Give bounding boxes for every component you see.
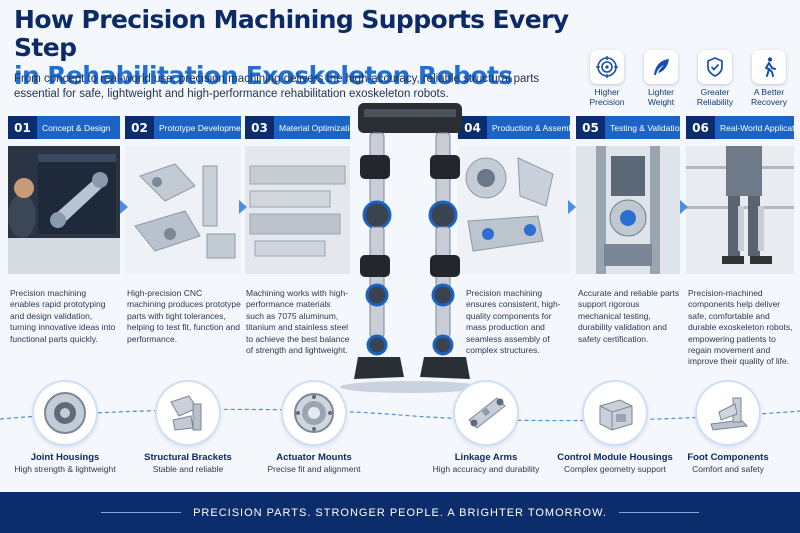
title-line-1: How Precision Machining Supports Every S… <box>14 5 569 62</box>
component-control-module-housings: Control Module Housings Complex geometry… <box>557 382 673 474</box>
step-label: Testing & Validation <box>605 116 680 139</box>
step-label: Material Optimization <box>274 116 350 139</box>
joint-housing-image <box>34 382 96 444</box>
photo-test-rig <box>576 146 680 274</box>
step-label: Production & Assembly <box>487 116 570 139</box>
step-concept-design: 01 Concept & Design <box>8 116 120 139</box>
benefit-label: Lighter Weight <box>647 87 675 107</box>
component-joint-housings: Joint Housings High strength & lightweig… <box>10 382 120 474</box>
step-description: Accurate and reliable parts support rigo… <box>578 288 680 344</box>
step-description: Precision machining enables rapid protot… <box>10 288 116 344</box>
component-name: Actuator Mounts <box>276 452 352 463</box>
component-name: Joint Housings <box>30 452 100 463</box>
benefit-label: Higher Precision <box>589 87 625 107</box>
component-desc: Complex geometry support <box>563 464 667 474</box>
step-prototype: 02 Prototype Development <box>125 116 241 139</box>
component-name: Linkage Arms <box>454 452 518 463</box>
shield-check-icon <box>698 50 732 84</box>
step-production: 04 Production & Assembly <box>458 116 570 139</box>
exoskeleton-robot-illustration <box>330 95 490 395</box>
flow-arrow <box>239 200 247 214</box>
flow-arrow <box>568 200 576 214</box>
benefit-precision: Higher Precision <box>582 50 632 107</box>
step-number: 06 <box>686 116 715 139</box>
step-material: 03 Material Optimization <box>245 116 350 139</box>
photo-production-parts <box>458 146 570 274</box>
component-desc: Comfort and safety <box>692 464 764 474</box>
linkage-arm-image <box>455 382 517 444</box>
foot-component-image <box>697 382 759 444</box>
step-label: Prototype Development <box>154 116 241 139</box>
step-application: 06 Real-World Application <box>686 116 794 139</box>
component-desc: Precise fit and alignment <box>267 464 361 474</box>
footer-divider-right <box>618 512 699 513</box>
control-module-housing-image <box>584 382 646 444</box>
component-actuator-mounts: Actuator Mounts Precise fit and alignmen… <box>259 382 369 474</box>
actuator-mount-image <box>283 382 345 444</box>
flow-arrow <box>120 200 128 214</box>
component-desc: Stable and reliable <box>152 464 224 474</box>
photo-prototype-parts <box>125 146 241 274</box>
component-linkage-arms: Linkage Arms High accuracy and durabilit… <box>431 382 541 474</box>
component-name: Foot Components <box>687 452 769 463</box>
title-line-2: in Rehabilitation Exoskeleton Robots <box>14 61 513 90</box>
step-description: High-precision CNC machining produces pr… <box>127 288 241 344</box>
component-connector-line <box>0 408 800 422</box>
step-number: 02 <box>125 116 154 139</box>
photo-patient-walking <box>686 146 794 274</box>
step-description: Precision machining ensures consistent, … <box>466 288 561 356</box>
component-desc: High strength & lightweight <box>14 464 116 474</box>
structural-bracket-image <box>157 382 219 444</box>
flow-arrow <box>680 200 688 214</box>
walking-person-icon <box>752 50 786 84</box>
step-label: Real-World Application <box>715 116 794 139</box>
component-foot-components: Foot Components Comfort and safety <box>673 382 783 474</box>
step-number: 05 <box>576 116 605 139</box>
feather-icon <box>644 50 678 84</box>
benefits-row: Higher Precision Lighter Weight Greater … <box>582 50 794 107</box>
step-description: Machining works with high-performance ma… <box>246 288 350 356</box>
step-label: Concept & Design <box>37 116 120 139</box>
benefit-recovery: A Better Recovery <box>744 50 794 107</box>
step-number: 04 <box>458 116 487 139</box>
footer-banner: PRECISION PARTS. STRONGER PEOPLE. A BRIG… <box>0 492 800 533</box>
page-subtitle: From concept to real-world use, precisio… <box>14 73 540 100</box>
step-testing: 05 Testing & Validation <box>576 116 680 139</box>
target-icon <box>590 50 624 84</box>
photo-cad-design <box>8 146 120 274</box>
step-description: Precision-machined components help deliv… <box>688 288 793 367</box>
component-name: Control Module Housings <box>557 452 673 463</box>
page-title: How Precision Machining Supports Every S… <box>14 6 574 90</box>
benefit-weight: Lighter Weight <box>636 50 686 107</box>
benefit-reliability: Greater Reliability <box>690 50 740 107</box>
benefit-label: Greater Reliability <box>696 87 734 107</box>
footer-divider-left <box>101 512 182 513</box>
benefit-label: A Better Recovery <box>751 87 787 107</box>
footer-tagline: PRECISION PARTS. STRONGER PEOPLE. A BRIG… <box>193 506 607 519</box>
component-structural-brackets: Structural Brackets Stable and reliable <box>133 382 243 474</box>
step-number: 01 <box>8 116 37 139</box>
step-number: 03 <box>245 116 274 139</box>
photo-metal-stock <box>245 146 350 274</box>
component-name: Structural Brackets <box>144 452 232 463</box>
component-desc: High accuracy and durability <box>432 464 540 474</box>
